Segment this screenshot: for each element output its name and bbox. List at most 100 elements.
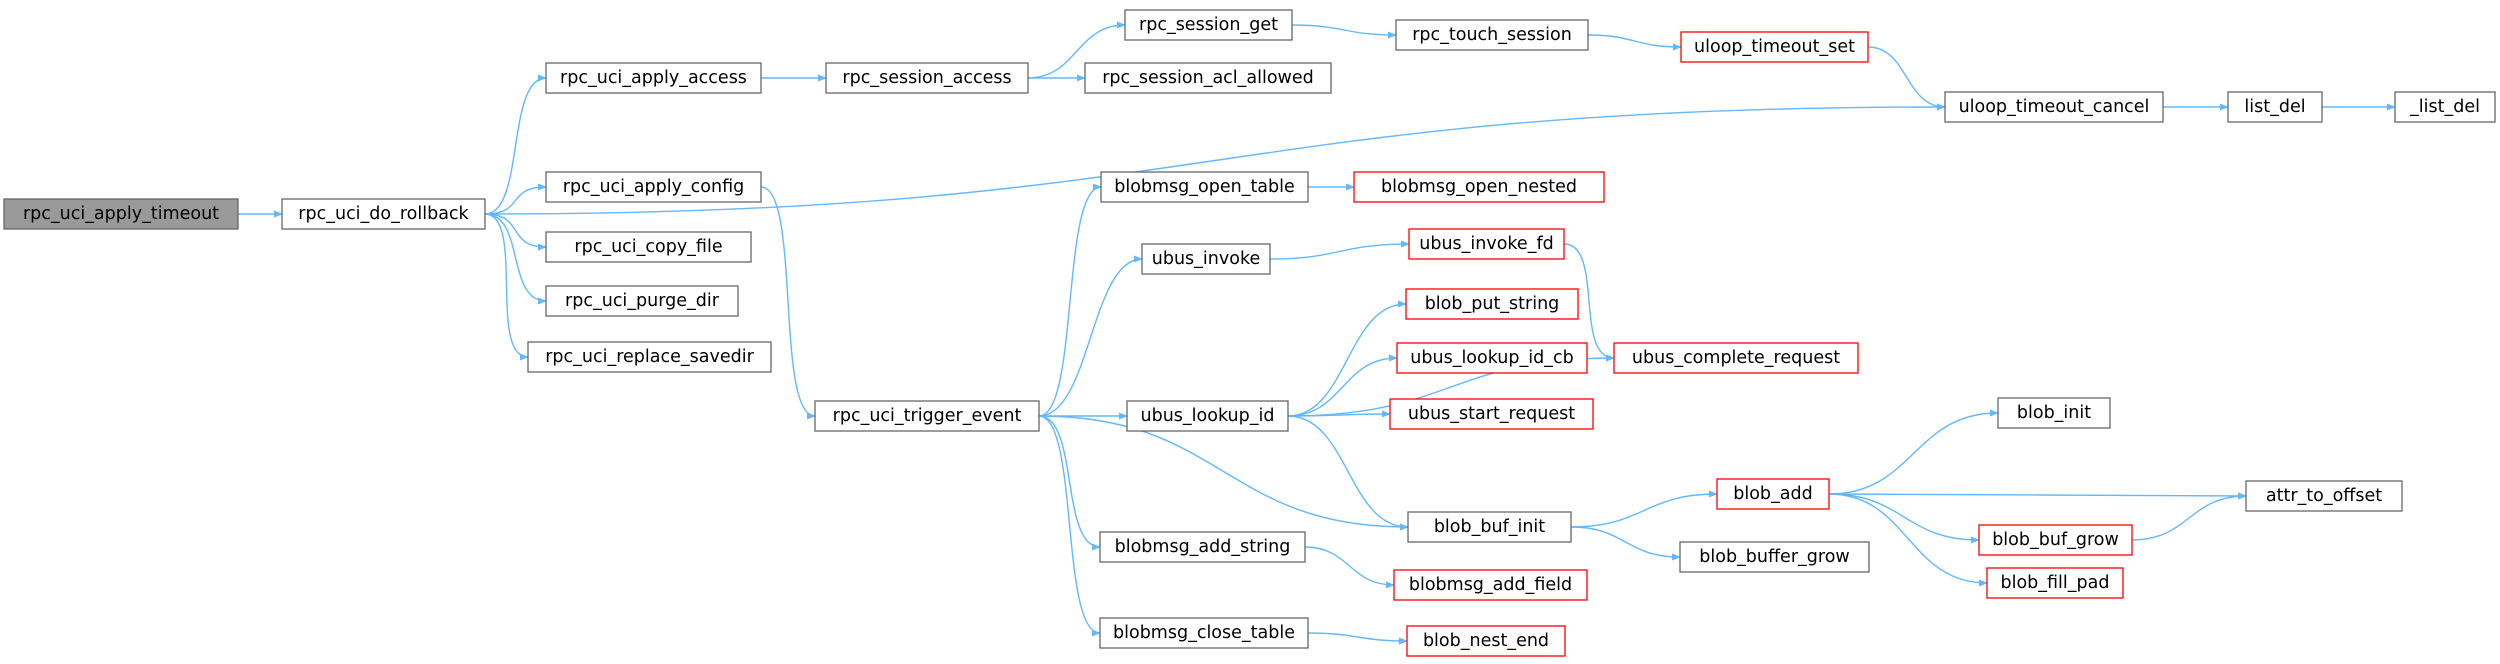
function-node-blob-buf-init[interactable]: blob_buf_init <box>1407 511 1572 543</box>
edge-n7-to-n8 <box>1027 21 1126 79</box>
node-label: blobmsg_close_table <box>1113 623 1295 643</box>
node-box[interactable] <box>1393 569 1588 601</box>
function-node-uloop-timeout-cancel[interactable]: uloop_timeout_cancel <box>1944 91 2164 123</box>
node-box[interactable] <box>1395 19 1589 51</box>
node-box[interactable] <box>2394 91 2496 123</box>
node-box[interactable] <box>1986 567 2124 599</box>
node-label: blob_put_string <box>1425 294 1560 314</box>
node-label: blob_buf_init <box>1434 517 1545 537</box>
function-node-blob-fill-pad[interactable]: blob_fill_pad <box>1986 567 2124 599</box>
node-box[interactable] <box>1405 288 1579 320</box>
edge-n26-to-n30 <box>1828 493 1980 544</box>
node-box[interactable] <box>545 171 762 203</box>
edge-n26-to-n28 <box>1828 409 1999 495</box>
function-node-blob-put-string[interactable]: blob_put_string <box>1405 288 1579 320</box>
edge-n26-to-n31 <box>1828 493 1988 587</box>
node-box[interactable] <box>825 62 1029 94</box>
node-box[interactable] <box>1944 91 2164 123</box>
edge-n1-to-n4 <box>484 213 547 251</box>
node-box[interactable] <box>1389 398 1594 430</box>
node-box[interactable] <box>1407 511 1572 543</box>
node-box[interactable] <box>1978 524 2133 556</box>
node-box[interactable] <box>545 285 739 317</box>
function-node-blobmsg-close-table[interactable]: blobmsg_close_table <box>1099 617 1309 649</box>
function-node-rpc-uci-apply-timeout[interactable]: rpc_uci_apply_timeout <box>3 198 239 230</box>
function-node-rpc-uci-purge-dir[interactable]: rpc_uci_purge_dir <box>545 285 739 317</box>
edge-n15-to-n18 <box>1038 255 1143 417</box>
node-label: blobmsg_add_field <box>1409 575 1572 595</box>
node-box[interactable] <box>1141 243 1271 275</box>
function-node-blob-nest-end[interactable]: blob_nest_end <box>1406 625 1566 657</box>
function-node-uloop-timeout-set[interactable]: uloop_timeout_set <box>1680 31 1869 63</box>
edge-n15-to-n16 <box>1038 183 1102 417</box>
function-node-rpc-uci-do-rollback[interactable]: rpc_uci_do_rollback <box>281 198 486 230</box>
node-box[interactable] <box>3 198 239 230</box>
function-node-rpc-session-get[interactable]: rpc_session_get <box>1124 9 1293 41</box>
function-node-ubus-invoke[interactable]: ubus_invoke <box>1141 243 1271 275</box>
node-label: rpc_touch_session <box>1412 25 1572 45</box>
node-box[interactable] <box>1716 478 1830 510</box>
node-box[interactable] <box>1679 541 1870 573</box>
node-box[interactable] <box>2227 91 2323 123</box>
function-node-blob-buf-grow[interactable]: blob_buf_grow <box>1978 524 2133 556</box>
function-node-rpc-uci-replace-savedir[interactable]: rpc_uci_replace_savedir <box>527 341 772 373</box>
function-node-list-del[interactable]: list_del <box>2227 91 2323 123</box>
function-node-blob-buffer-grow[interactable]: blob_buffer_grow <box>1679 541 1870 573</box>
node-box[interactable] <box>1613 342 1859 374</box>
function-node-blobmsg-add-string[interactable]: blobmsg_add_string <box>1099 531 1306 563</box>
node-label: rpc_uci_trigger_event <box>833 406 1022 426</box>
function-node-rpc-uci-apply-config[interactable]: rpc_uci_apply_config <box>545 171 762 203</box>
node-box[interactable] <box>1126 400 1289 432</box>
node-box[interactable] <box>1408 228 1565 260</box>
function-node-blobmsg-add-field[interactable]: blobmsg_add_field <box>1393 569 1588 601</box>
function-node-attr-to-offset[interactable]: attr_to_offset <box>2245 480 2403 512</box>
node-box[interactable] <box>545 62 762 94</box>
node-box[interactable] <box>1099 617 1309 649</box>
function-node-ubus-lookup-id-cb[interactable]: ubus_lookup_id_cb <box>1396 342 1588 374</box>
node-label: ubus_invoke_fd <box>1419 234 1553 254</box>
function-node-rpc-uci-trigger-event[interactable]: rpc_uci_trigger_event <box>814 400 1040 432</box>
node-label: ubus_lookup_id <box>1141 406 1275 426</box>
node-box[interactable] <box>281 198 486 230</box>
node-box[interactable] <box>1406 625 1566 657</box>
function-node-rpc-session-access[interactable]: rpc_session_access <box>825 62 1029 94</box>
node-label: rpc_uci_apply_timeout <box>23 204 219 224</box>
node-box[interactable] <box>527 341 772 373</box>
node-box[interactable] <box>1396 342 1588 374</box>
function-node-ubus-lookup-id[interactable]: ubus_lookup_id <box>1126 400 1289 432</box>
edge-n10-to-n11 <box>1587 34 1682 51</box>
nodes-layer: rpc_uci_apply_timeout rpc_uci_do_rollback… <box>3 9 2496 657</box>
node-box[interactable] <box>1100 171 1309 203</box>
function-node-ubus-start-request[interactable]: ubus_start_request <box>1389 398 1594 430</box>
node-box[interactable] <box>545 231 752 263</box>
node-box[interactable] <box>2245 480 2403 512</box>
edge-n20-to-n21 <box>1287 300 1407 417</box>
node-label: uloop_timeout_set <box>1694 37 1855 57</box>
node-box[interactable] <box>1099 531 1306 563</box>
node-label: blob_buffer_grow <box>1699 547 1849 567</box>
function-node-ubus-invoke-fd[interactable]: ubus_invoke_fd <box>1408 228 1565 260</box>
node-box[interactable] <box>1997 397 2111 429</box>
function-node-rpc-session-acl-allowed[interactable]: rpc_session_acl_allowed <box>1084 62 1332 94</box>
function-node-blobmsg-open-nested[interactable]: blobmsg_open_nested <box>1353 171 1605 203</box>
function-node-ubus-complete-request[interactable]: ubus_complete_request <box>1613 342 1859 374</box>
edge-n30-to-n29 <box>2131 492 2247 541</box>
node-label: _list_del <box>2409 97 2480 117</box>
node-box[interactable] <box>814 400 1040 432</box>
function-node-rpc-touch-session[interactable]: rpc_touch_session <box>1395 19 1589 51</box>
node-label: rpc_uci_copy_file <box>574 237 722 257</box>
function-node-list-del[interactable]: _list_del <box>2394 91 2496 123</box>
function-node-blob-init[interactable]: blob_init <box>1997 397 2111 429</box>
function-node-blobmsg-open-table[interactable]: blobmsg_open_table <box>1100 171 1309 203</box>
node-box[interactable] <box>1680 31 1869 63</box>
node-box[interactable] <box>1124 9 1293 41</box>
node-label: attr_to_offset <box>2266 486 2382 506</box>
edge-n34-to-n35 <box>1307 632 1408 645</box>
node-box[interactable] <box>1353 171 1605 203</box>
function-node-rpc-uci-copy-file[interactable]: rpc_uci_copy_file <box>545 231 752 263</box>
edge-n32-to-n33 <box>1304 546 1395 589</box>
node-box[interactable] <box>1084 62 1332 94</box>
function-node-rpc-uci-apply-access[interactable]: rpc_uci_apply_access <box>545 62 762 94</box>
function-node-blob-add[interactable]: blob_add <box>1716 478 1830 510</box>
